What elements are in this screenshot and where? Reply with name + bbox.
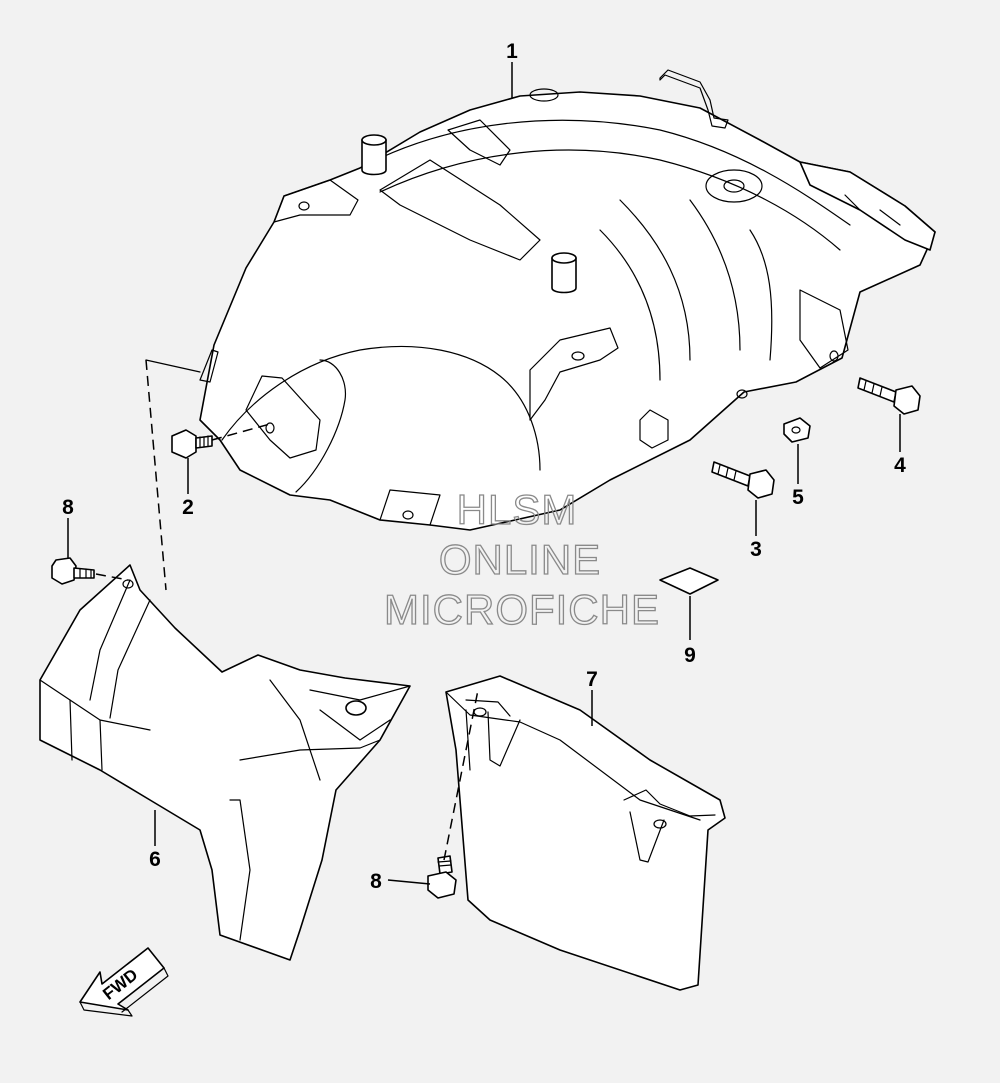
watermark-line-1: HLSM <box>457 486 578 533</box>
part-3-bolt <box>711 461 775 499</box>
part-5-nut <box>783 417 811 443</box>
callout-labels: 1 2 3 4 5 6 7 8 8 9 <box>62 40 906 893</box>
callout-3: 3 <box>750 538 762 561</box>
assembly-lines <box>95 359 479 861</box>
callout-8-upper: 8 <box>62 496 74 519</box>
part-8-bolt-upper <box>51 557 95 585</box>
callout-4: 4 <box>894 454 906 477</box>
part-7-mud-flap <box>445 675 726 991</box>
watermark-line-2: ONLINE <box>439 536 601 583</box>
callout-1: 1 <box>506 40 518 63</box>
part-2-bolt <box>171 429 213 459</box>
part-9-pad <box>659 567 719 595</box>
callout-7: 7 <box>586 668 598 691</box>
part-4-bolt <box>857 377 921 415</box>
callout-2: 2 <box>182 496 194 519</box>
callout-6: 6 <box>149 848 161 871</box>
leader-lines <box>67 62 901 885</box>
part-6-splash-guard <box>39 564 411 961</box>
watermark: HLSM ONLINE MICROFICHE <box>383 485 660 633</box>
part-8-bolt-lower <box>427 855 457 899</box>
watermark-line-3: MICROFICHE <box>384 586 660 633</box>
part-1-rear-fender <box>199 69 936 531</box>
callout-5: 5 <box>792 486 804 509</box>
callout-9: 9 <box>684 644 696 667</box>
fwd-arrow: FWD <box>79 947 169 1017</box>
callout-8-lower: 8 <box>370 870 382 893</box>
